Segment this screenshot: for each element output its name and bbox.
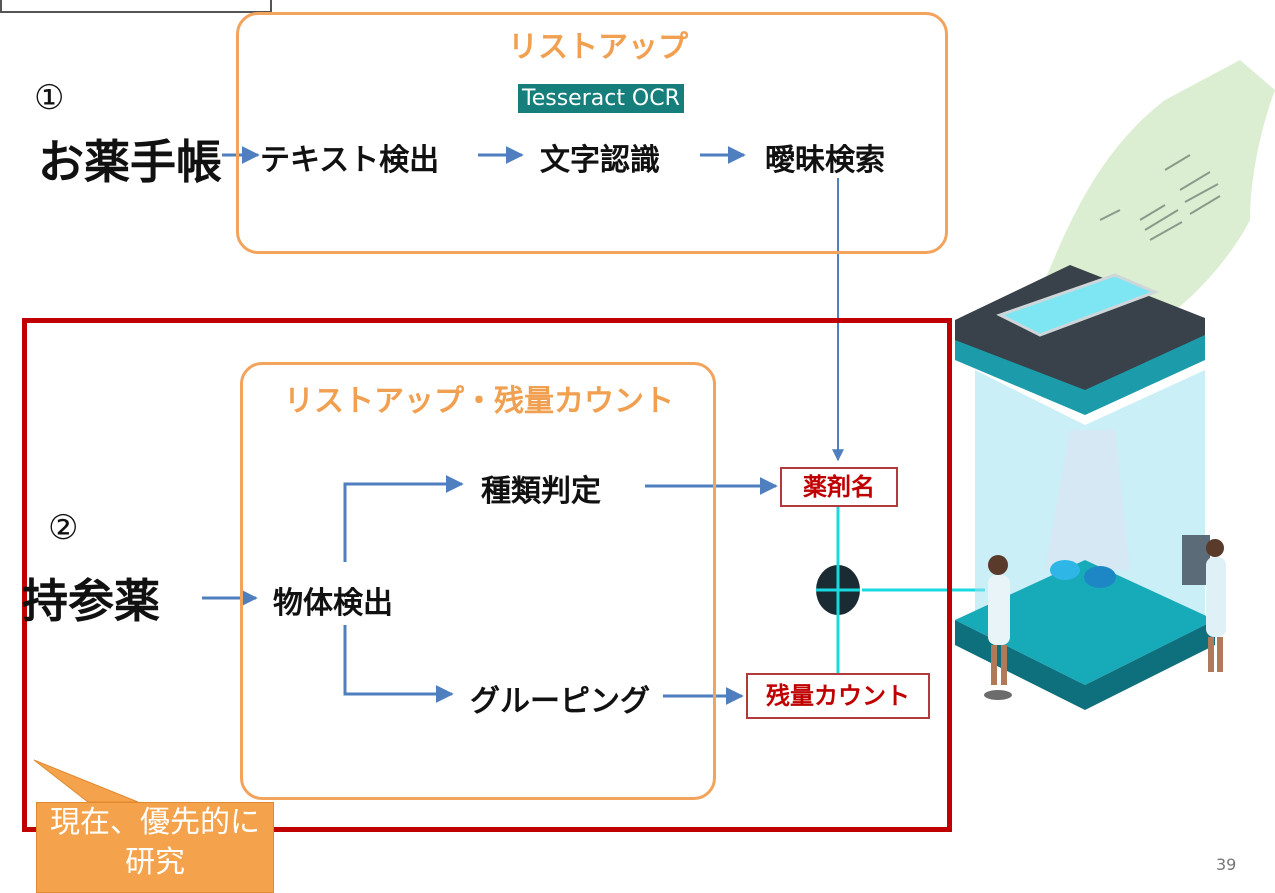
step-grouping: グルーピング [470,684,650,719]
step-number-2: ② [48,508,79,548]
arrow-detect-to-grouping [343,625,454,703]
step-text-detection: テキスト検出 [260,143,440,178]
medicine-scanner-illustration [955,60,1275,710]
step-character-recognition: 文字認識 [540,143,660,178]
step-fuzzy-search: 曖昧検索 [765,143,885,178]
arrow-detect-to-type [343,475,464,562]
drug-name-output: 薬剤名 [780,467,898,507]
receipt-paper [1045,60,1275,310]
callout-line-2: 研究 [125,845,185,880]
top-left-frame [0,0,272,13]
listup-title: リストアップ [508,30,688,65]
person-right-illustration [1182,535,1226,672]
page-number: 39 [1216,855,1237,874]
priority-research-frame [22,318,952,832]
source-label-notebook: お薬手帳 [38,135,222,189]
person-left-illustration [984,555,1012,700]
callout-pointer [33,759,139,803]
remaining-count-output: 残量カウント [746,673,930,719]
ocr-badge: Tesseract OCR [518,84,684,113]
merge-node-icon [816,565,860,615]
step-object-detection: 物体検出 [273,586,393,621]
scanner-top [955,265,1205,415]
step-type-classification: 種類判定 [481,474,601,509]
callout-line-1: 現在、優先的に [50,805,260,840]
step-number-1: ① [34,78,65,118]
listup-count-title: リストアップ・残量カウント [284,384,674,419]
listup-count-box [240,362,716,800]
listup-box [236,12,948,254]
priority-research-callout: 現在、優先的に 研究 [36,802,274,893]
source-label-carried-medicine: 持参薬 [22,574,160,628]
